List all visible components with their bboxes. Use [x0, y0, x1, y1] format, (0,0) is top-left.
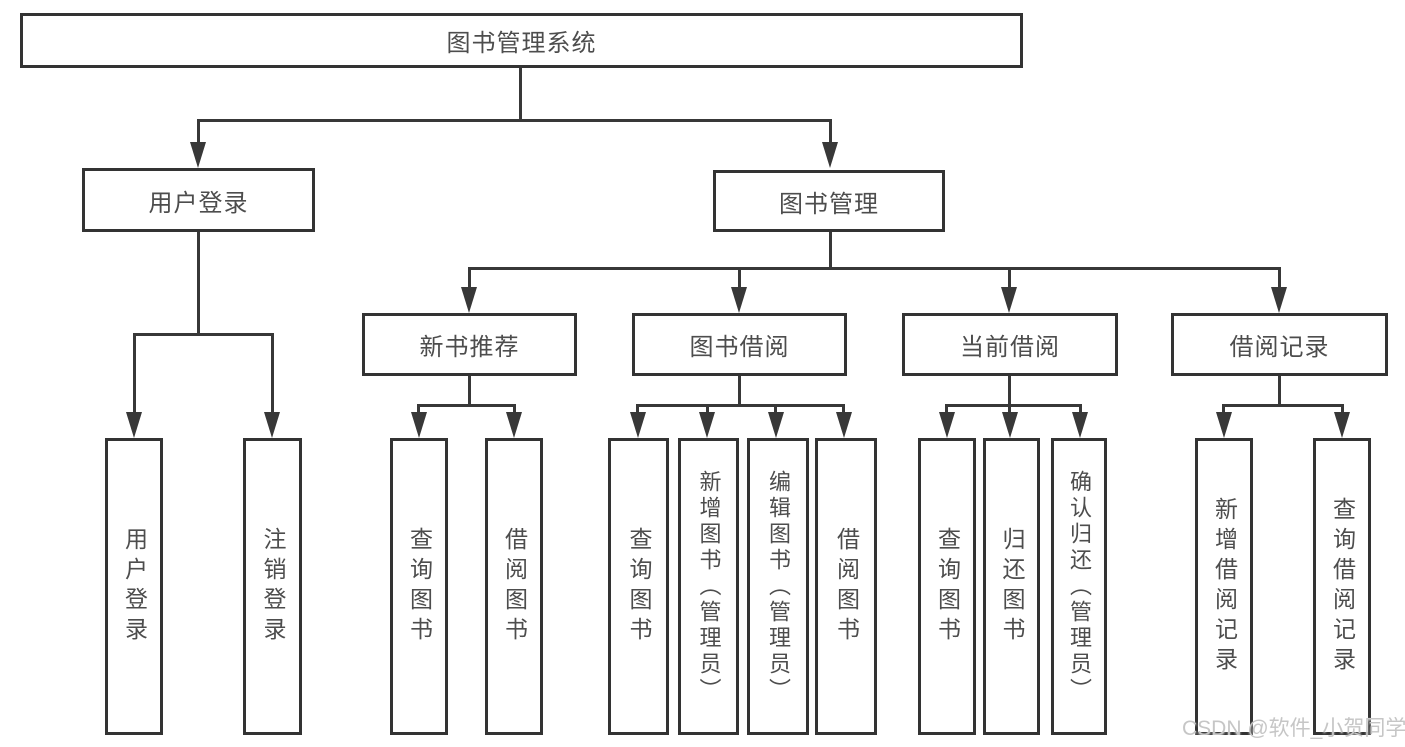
- connector-line: [1222, 404, 1225, 414]
- leaf-borrow-books: 借阅图书: [815, 438, 877, 735]
- leaf-label: 借阅图书: [833, 526, 860, 647]
- connector-line: [945, 404, 1082, 407]
- node-book-borrowing: 图书借阅: [632, 313, 847, 376]
- connector-line: [829, 119, 832, 144]
- arrowhead-down-icon: [461, 287, 477, 313]
- arrowhead-down-icon: [1001, 287, 1017, 313]
- node-new-book-recommend: 新书推荐: [362, 313, 577, 376]
- connector-line: [417, 404, 516, 407]
- arrowhead-down-icon: [630, 412, 646, 438]
- arrowhead-down-icon: [939, 412, 955, 438]
- connector-line: [133, 333, 136, 414]
- leaf-user-login: 用户登录: [105, 438, 163, 735]
- node-book-management: 图书管理: [713, 170, 945, 232]
- connector-line: [636, 404, 639, 414]
- leaf-label: 用户登录: [121, 526, 148, 647]
- connector-line: [271, 333, 274, 414]
- arrowhead-down-icon: [1002, 412, 1018, 438]
- arrowhead-down-icon: [264, 412, 280, 438]
- connector-line: [842, 404, 845, 414]
- connector-line: [706, 404, 709, 414]
- leaf-label: 确认归还（管理员）: [1067, 469, 1092, 704]
- leaf-edit-books-admin: 编辑图书（管理员）: [747, 438, 809, 735]
- leaf-label: 查询借阅记录: [1329, 496, 1356, 677]
- leaf-label: 借阅图书: [501, 526, 528, 647]
- leaf-label: 查询图书: [626, 526, 652, 647]
- connector-line: [197, 119, 832, 122]
- connector-line: [197, 232, 200, 336]
- arrowhead-down-icon: [126, 412, 142, 438]
- leaf-label: 归还图书: [999, 526, 1025, 647]
- connector-line: [1008, 404, 1011, 414]
- leaf-confirm-return-admin: 确认归还（管理员）: [1051, 438, 1107, 735]
- leaf-label: 新增图书（管理员）: [696, 469, 722, 704]
- leaf-label: 注销登录: [260, 526, 286, 647]
- arrowhead-down-icon: [506, 412, 522, 438]
- leaf-query-books-current: 查询图书: [918, 438, 976, 735]
- leaf-borrow-books-recommend: 借阅图书: [485, 438, 543, 735]
- leaf-label: 新增借阅记录: [1211, 496, 1238, 677]
- connector-line: [1278, 376, 1281, 407]
- arrowhead-down-icon: [411, 412, 427, 438]
- node-current-borrowing: 当前借阅: [902, 313, 1118, 376]
- connector-line: [1008, 267, 1011, 290]
- arrowhead-down-icon: [190, 142, 206, 168]
- arrowhead-down-icon: [1072, 412, 1088, 438]
- leaf-label: 编辑图书（管理员）: [766, 469, 791, 704]
- connector-line: [519, 68, 522, 120]
- connector-line: [513, 404, 516, 414]
- arrowhead-down-icon: [1334, 412, 1350, 438]
- leaf-query-books-recommend: 查询图书: [390, 438, 448, 735]
- connector-line: [945, 404, 948, 414]
- arrowhead-down-icon: [822, 142, 838, 168]
- connector-line: [468, 376, 471, 407]
- leaf-add-borrow-record: 新增借阅记录: [1195, 438, 1253, 735]
- node-borrowing-records: 借阅记录: [1171, 313, 1388, 376]
- leaf-query-borrow-record: 查询借阅记录: [1313, 438, 1371, 735]
- connector-line: [1222, 404, 1344, 407]
- arrowhead-down-icon: [836, 412, 852, 438]
- connector-line: [1008, 376, 1011, 407]
- leaf-label: 查询图书: [934, 526, 961, 647]
- leaf-return-books: 归还图书: [983, 438, 1040, 735]
- connector-line: [774, 404, 777, 414]
- connector-line: [1341, 404, 1344, 414]
- node-user-login: 用户登录: [82, 168, 315, 232]
- connector-line: [738, 376, 741, 407]
- csdn-watermark: CSDN @软件_小贺同学: [1182, 717, 1405, 740]
- leaf-logout: 注销登录: [243, 438, 302, 735]
- connector-line: [829, 232, 832, 270]
- arrowhead-down-icon: [768, 412, 784, 438]
- connector-line: [197, 119, 200, 144]
- connector-line: [1079, 404, 1082, 414]
- connector-line: [468, 267, 1281, 270]
- connector-line: [1278, 267, 1281, 290]
- connector-line: [738, 267, 741, 290]
- leaf-label: 查询图书: [406, 526, 433, 647]
- connector-line: [133, 333, 274, 336]
- connector-line: [468, 267, 471, 290]
- connector-line: [636, 404, 845, 407]
- arrowhead-down-icon: [699, 412, 715, 438]
- arrowhead-down-icon: [1216, 412, 1232, 438]
- arrowhead-down-icon: [731, 287, 747, 313]
- leaf-query-books-borrowing: 查询图书: [608, 438, 669, 735]
- node-root-library-system: 图书管理系统: [20, 13, 1023, 68]
- connector-line: [417, 404, 420, 414]
- arrowhead-down-icon: [1271, 287, 1287, 313]
- leaf-add-books-admin: 新增图书（管理员）: [678, 438, 739, 735]
